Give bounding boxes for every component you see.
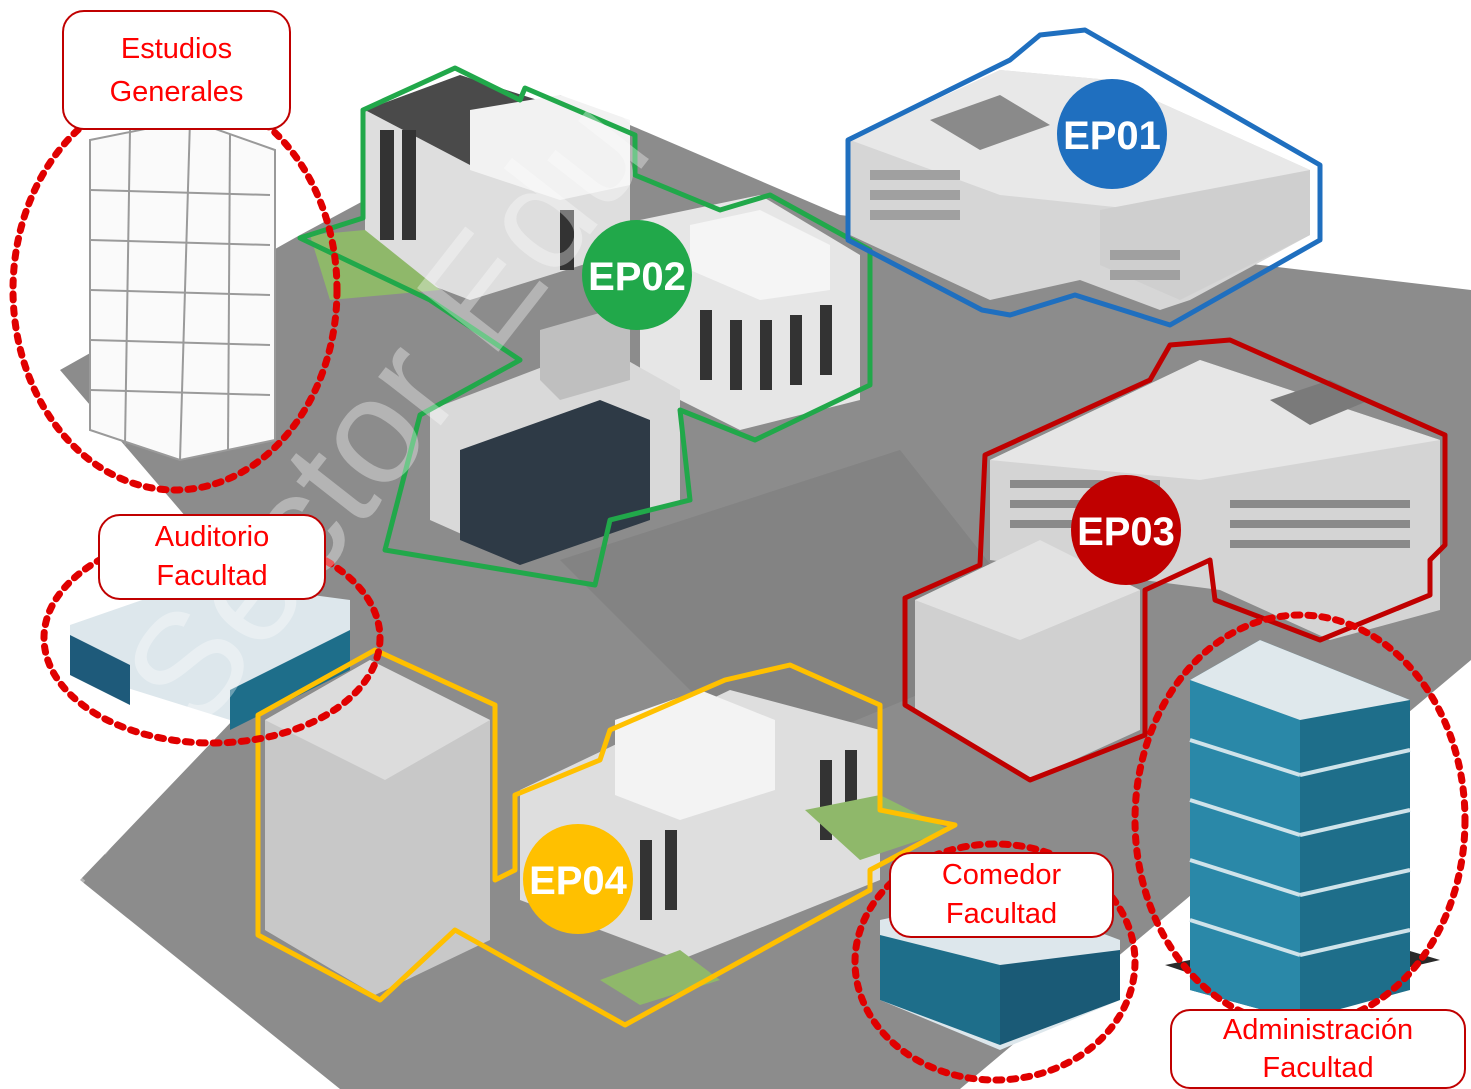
- ep03-label: EP03: [1077, 510, 1175, 554]
- comedor-outline: [851, 840, 1139, 1084]
- administracion-line1: Administración: [1222, 1014, 1414, 1046]
- auditorio-label: Auditorio Facultad: [98, 514, 326, 600]
- ep01-label: EP01: [1063, 114, 1161, 158]
- ep02-zone-outline: [297, 65, 873, 588]
- auditorio-line2: Facultad: [156, 560, 268, 592]
- estudios-generales-building: [89, 118, 276, 462]
- ep04-buildings: [265, 660, 950, 1005]
- comedor-line2: Facultad: [945, 898, 1058, 930]
- auditorio-building: [70, 580, 350, 730]
- ep04-badge: EP04: [523, 824, 633, 934]
- administracion-line2: Facultad: [1262, 1052, 1374, 1084]
- comedor-label: Comedor Facultad: [889, 852, 1114, 938]
- ep01-badge: EP01: [1057, 79, 1167, 189]
- administracion-building: [1165, 640, 1440, 1020]
- ep02-badge: EP02: [582, 220, 692, 330]
- ep03-badge: EP03: [1071, 475, 1181, 585]
- ep02-label: EP02: [588, 255, 686, 299]
- ep02-buildings: [310, 75, 860, 565]
- estudios-generales-line2: Generales: [109, 76, 244, 108]
- administracion-label: Administración Facultad: [1170, 1009, 1466, 1089]
- estudios-generales-label: Estudios Generales: [62, 10, 291, 130]
- ep01-zone-outline: [845, 27, 1323, 328]
- comedor-line1: Comedor: [941, 859, 1062, 891]
- ep04-zone-outline: [255, 647, 958, 1028]
- ep04-label: EP04: [529, 859, 628, 903]
- estudios-generales-line1: Estudios: [120, 33, 233, 65]
- auditorio-line1: Auditorio: [154, 521, 270, 553]
